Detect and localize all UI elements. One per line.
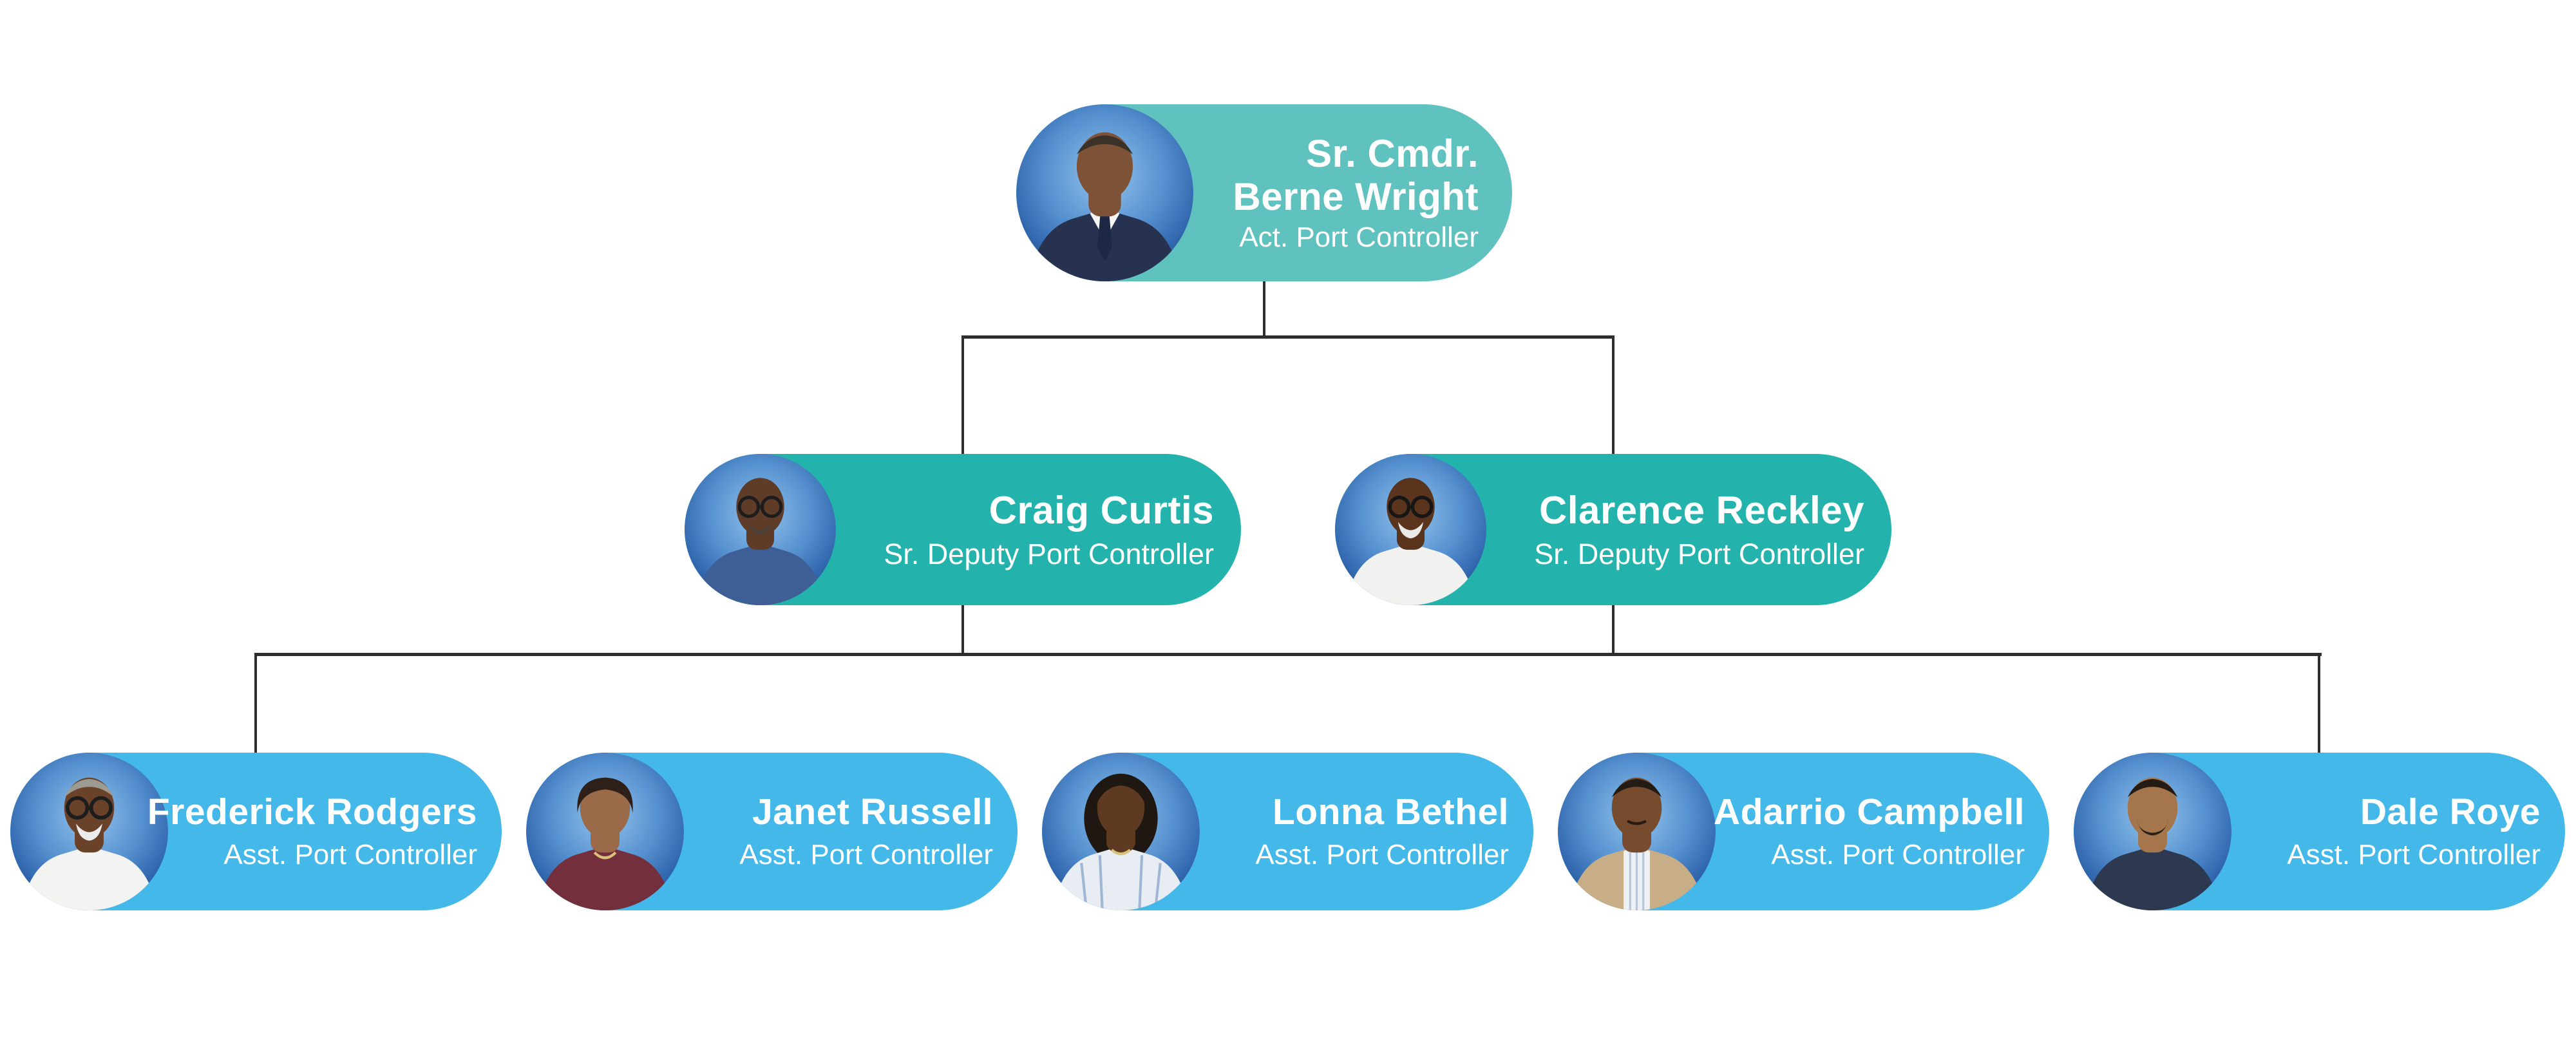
person-role: Asst. Port Controller — [1771, 839, 2025, 871]
person-avatar-icon — [1558, 753, 1716, 910]
person-name: Clarence Reckley — [1539, 489, 1864, 532]
person-role: Asst. Port Controller — [739, 839, 993, 871]
person-name: Lonna Bethel — [1272, 791, 1509, 833]
node-craig-curtis: Craig Curtis Sr. Deputy Port Controller — [685, 454, 1241, 605]
person-name: Berne Wright — [1233, 175, 1479, 219]
person-name: Sr. Cmdr. — [1306, 132, 1479, 176]
connector-level3-bar — [254, 653, 2322, 656]
node-berne-wright: Sr. Cmdr. Berne Wright Act. Port Control… — [1016, 104, 1512, 281]
node-frederick-rodgers: Frederick Rodgers Asst. Port Controller — [10, 753, 502, 910]
person-name: Janet Russell — [752, 791, 993, 833]
node-adarrio-campbell: Adarrio Campbell Asst. Port Controller — [1558, 753, 2049, 910]
connector-dale-drop — [2318, 653, 2320, 753]
frederick-rodgers-photo — [10, 753, 168, 910]
connector-clarence-out — [1612, 605, 1615, 655]
connector-level2-bar — [961, 335, 1615, 339]
person-name: Craig Curtis — [989, 489, 1214, 532]
connector-root-drop — [1263, 281, 1265, 338]
node-lonna-bethel: Lonna Bethel Asst. Port Controller — [1042, 753, 1533, 910]
person-name: Adarrio Campbell — [1713, 791, 2025, 833]
person-info: Craig Curtis Sr. Deputy Port Controller — [846, 454, 1214, 605]
connector-craig-out — [961, 605, 964, 655]
janet-russell-photo — [526, 753, 684, 910]
connector-frederick-drop — [254, 653, 257, 753]
person-role: Sr. Deputy Port Controller — [1534, 538, 1864, 571]
connector-craig-drop — [961, 335, 964, 454]
person-role: Asst. Port Controller — [1255, 839, 1509, 871]
lonna-bethel-photo — [1042, 753, 1200, 910]
connector-clarence-drop — [1612, 335, 1615, 454]
person-name: Frederick Rodgers — [147, 791, 477, 833]
craig-curtis-photo — [685, 454, 836, 605]
person-info: Adarrio Campbell Asst. Port Controller — [1714, 753, 2025, 910]
clarence-reckley-photo — [1335, 454, 1486, 605]
person-role: Asst. Port Controller — [2287, 839, 2541, 871]
node-clarence-reckley: Clarence Reckley Sr. Deputy Port Control… — [1335, 454, 1891, 605]
person-info: Lonna Bethel Asst. Port Controller — [1204, 753, 1509, 910]
person-avatar-icon — [10, 753, 168, 910]
person-role: Act. Port Controller — [1239, 221, 1479, 254]
person-avatar-icon — [1335, 454, 1486, 605]
node-dale-roye: Dale Roye Asst. Port Controller — [2074, 753, 2565, 910]
person-info: Sr. Cmdr. Berne Wright Act. Port Control… — [1206, 104, 1479, 281]
person-info: Clarence Reckley Sr. Deputy Port Control… — [1496, 454, 1864, 605]
person-info: Frederick Rodgers Asst. Port Controller — [147, 753, 477, 910]
person-avatar-icon — [526, 753, 684, 910]
dale-roye-photo — [2074, 753, 2231, 910]
person-info: Janet Russell Asst. Port Controller — [688, 753, 993, 910]
person-avatar-icon — [1042, 753, 1200, 910]
person-name: Dale Roye — [2360, 791, 2541, 833]
person-avatar-icon — [2074, 753, 2231, 910]
person-role: Asst. Port Controller — [223, 839, 477, 871]
person-info: Dale Roye Asst. Port Controller — [2236, 753, 2541, 910]
person-avatar-icon — [1016, 104, 1193, 281]
person-role: Sr. Deputy Port Controller — [884, 538, 1214, 571]
adarrio-campbell-photo — [1558, 753, 1716, 910]
person-avatar-icon — [685, 454, 836, 605]
berne-wright-photo — [1016, 104, 1193, 281]
node-janet-russell: Janet Russell Asst. Port Controller — [526, 753, 1018, 910]
